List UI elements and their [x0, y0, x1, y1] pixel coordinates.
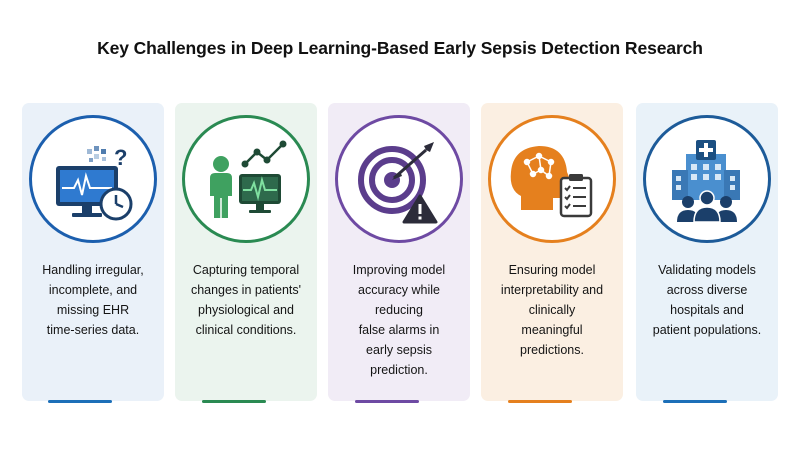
challenge-card-interpretability: Ensuring model interpretability and clin… — [481, 103, 623, 401]
challenge-card-false-alarms: Improving model accuracy while reducing … — [328, 103, 470, 401]
card-accent-line — [663, 400, 727, 403]
page-title: Key Challenges in Deep Learning-Based Ea… — [97, 38, 703, 58]
monitor-clock-icon: ? — [56, 145, 133, 221]
icon-circle — [643, 115, 771, 243]
person-monitor-trend-icon — [210, 140, 287, 218]
hospital-people-icon — [672, 140, 740, 223]
icon-circle — [335, 115, 463, 243]
icon-circle — [182, 115, 310, 243]
challenge-card-irregular-data: ? Handling irregular, incomplete, and mi… — [22, 103, 164, 401]
target-warning-icon — [358, 142, 438, 224]
card-accent-line — [355, 400, 419, 403]
card-accent-line — [202, 400, 266, 403]
challenge-description: Capturing temporal changes in patients' … — [190, 263, 302, 337]
challenge-description: Improving model accuracy while reducing … — [352, 263, 446, 377]
svg-text:?: ? — [114, 145, 127, 170]
challenge-description: Ensuring model interpretability and clin… — [500, 263, 604, 357]
challenge-description: Validating models across diverse hospita… — [652, 263, 762, 337]
card-accent-line — [508, 400, 572, 403]
brain-checklist-icon — [510, 146, 593, 218]
icon-circle — [488, 115, 616, 243]
challenge-description: Handling irregular, incomplete, and miss… — [42, 263, 144, 337]
card-accent-line — [48, 400, 112, 403]
icon-circle: ? — [29, 115, 157, 243]
challenge-card-temporal-changes: Capturing temporal changes in patients' … — [175, 103, 317, 401]
challenge-card-validation: Validating models across diverse hospita… — [636, 103, 778, 401]
